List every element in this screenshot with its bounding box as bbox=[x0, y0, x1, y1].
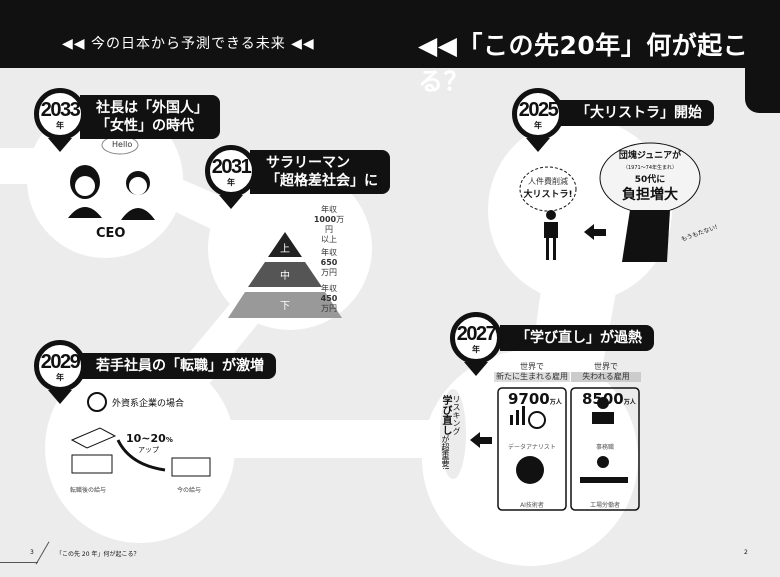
salary-now-label: 今の給与 bbox=[177, 487, 202, 494]
raise-value: 10~20%アップ bbox=[126, 432, 173, 454]
job-office-worker: 事務職 bbox=[595, 444, 614, 451]
header-left-title: ◀◀ 今の日本から予測できる未来 ◀◀ bbox=[62, 36, 315, 52]
event-2025-title: 「大リストラ」開始 bbox=[560, 100, 714, 126]
ceo-caption: CEO bbox=[96, 226, 126, 241]
header-right-title: ◀◀「この先20年」何が起こる？ bbox=[418, 31, 749, 96]
new-jobs-header: 世界で新たに生まれる雇用 bbox=[494, 362, 570, 382]
event-2029-title: 若手社員の「転職」が激増 bbox=[80, 353, 276, 379]
building-illustration bbox=[622, 210, 670, 262]
event-2033-title: 社長は「外国人」「女性」の時代 bbox=[80, 95, 220, 139]
speech-bubble: Hello bbox=[112, 140, 133, 149]
lost-jobs-header: 世界で失われる雇用 bbox=[571, 362, 641, 382]
worker-illustration bbox=[544, 210, 558, 260]
arrow-left-icon bbox=[470, 432, 492, 448]
job-data-analyst: データアナリスト bbox=[508, 444, 556, 451]
arrow-left-icon bbox=[584, 224, 606, 240]
tier-middle: 中 bbox=[280, 271, 290, 282]
header-bar bbox=[0, 0, 780, 68]
running-title: 「この先 20 年」何が起こる？ bbox=[56, 551, 140, 558]
ceo-people-illustration bbox=[68, 165, 155, 220]
page-number-left: 3 bbox=[30, 549, 34, 556]
restructure-bubble: 人件費削減大リストラ! bbox=[523, 177, 573, 200]
header-corner bbox=[745, 60, 780, 113]
job-factory-worker: 工場労働者 bbox=[589, 502, 620, 509]
foreign-company-subtitle: 外資系企業の場合 bbox=[112, 399, 185, 409]
page-number-right: 2 bbox=[744, 549, 748, 556]
tier-top: 上 bbox=[280, 244, 290, 255]
globe-icon bbox=[87, 392, 107, 412]
salary-after-label: 転職後の給与 bbox=[70, 487, 107, 494]
pyramid bbox=[228, 232, 342, 318]
new-jobs-value: 9700万人 bbox=[508, 390, 562, 408]
tier-bottom: 下 bbox=[280, 301, 290, 312]
lost-jobs-value: 8500万人 bbox=[582, 390, 636, 408]
job-ai-engineer: AI技術者 bbox=[520, 502, 544, 509]
event-2031-title: サラリーマン「超格差社会」に bbox=[250, 150, 390, 194]
burden-cloud: 団塊ジュニアが（1971〜74年生まれ）50代に負担増大 bbox=[618, 151, 682, 203]
reskilling-note: リスキング学び直しが超重要! bbox=[440, 395, 461, 471]
event-2027-title: 「学び直し」が過熱 bbox=[500, 325, 654, 351]
